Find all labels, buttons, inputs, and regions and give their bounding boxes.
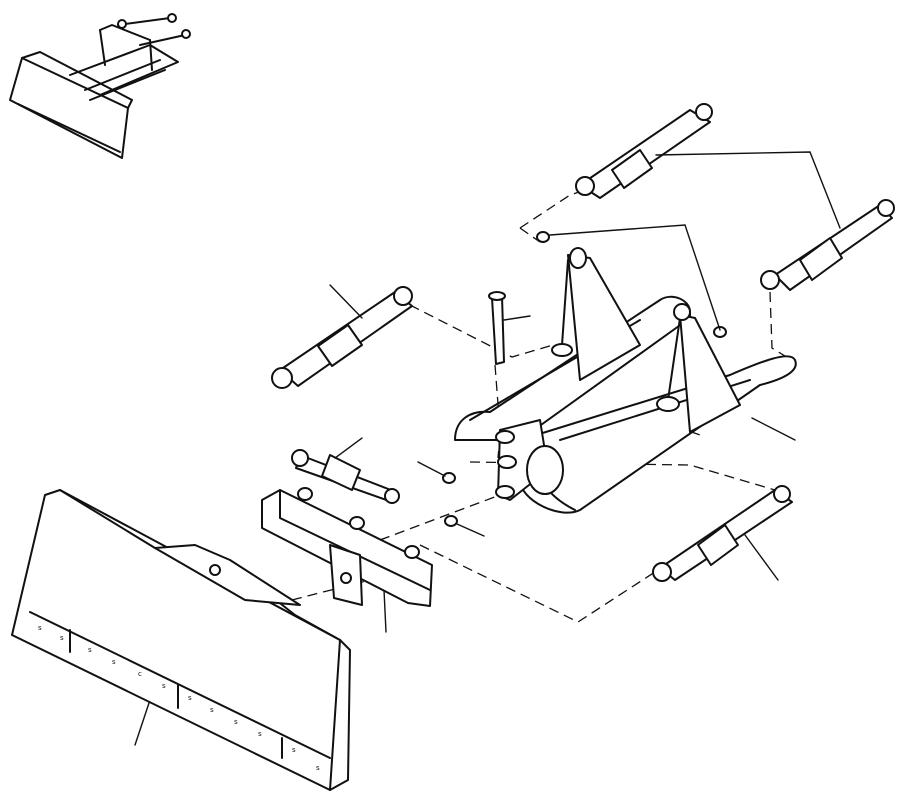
push-beam [261, 487, 433, 607]
cylinder-left-middle [271, 284, 413, 389]
svg-text:s: s [316, 764, 320, 772]
washers [417, 224, 727, 537]
svg-text:s: s [162, 682, 166, 690]
pivot-pin [488, 291, 531, 365]
rear-bracket-right [656, 303, 741, 433]
svg-text:s: s [60, 634, 64, 642]
cylinder-front-small [291, 437, 400, 504]
svg-text:s: s [210, 706, 214, 714]
svg-text:s: s [292, 746, 296, 754]
reference-view-dozer [9, 13, 191, 159]
cylinder-lower-right [652, 485, 793, 582]
svg-text:s: s [234, 718, 238, 726]
svg-text:c: c [138, 670, 142, 678]
cylinder-top-upper [575, 103, 841, 229]
svg-text:s: s [112, 658, 116, 666]
leader-lines [134, 417, 796, 746]
svg-text:s: s [38, 624, 42, 632]
svg-text:s: s [188, 694, 192, 702]
dozer-blade: s s s s c s s s s s s s [11, 489, 351, 791]
rear-bracket-left [551, 247, 641, 381]
svg-text:s: s [88, 646, 92, 654]
svg-text:s: s [258, 730, 262, 738]
cylinder-top-lower [760, 199, 895, 291]
